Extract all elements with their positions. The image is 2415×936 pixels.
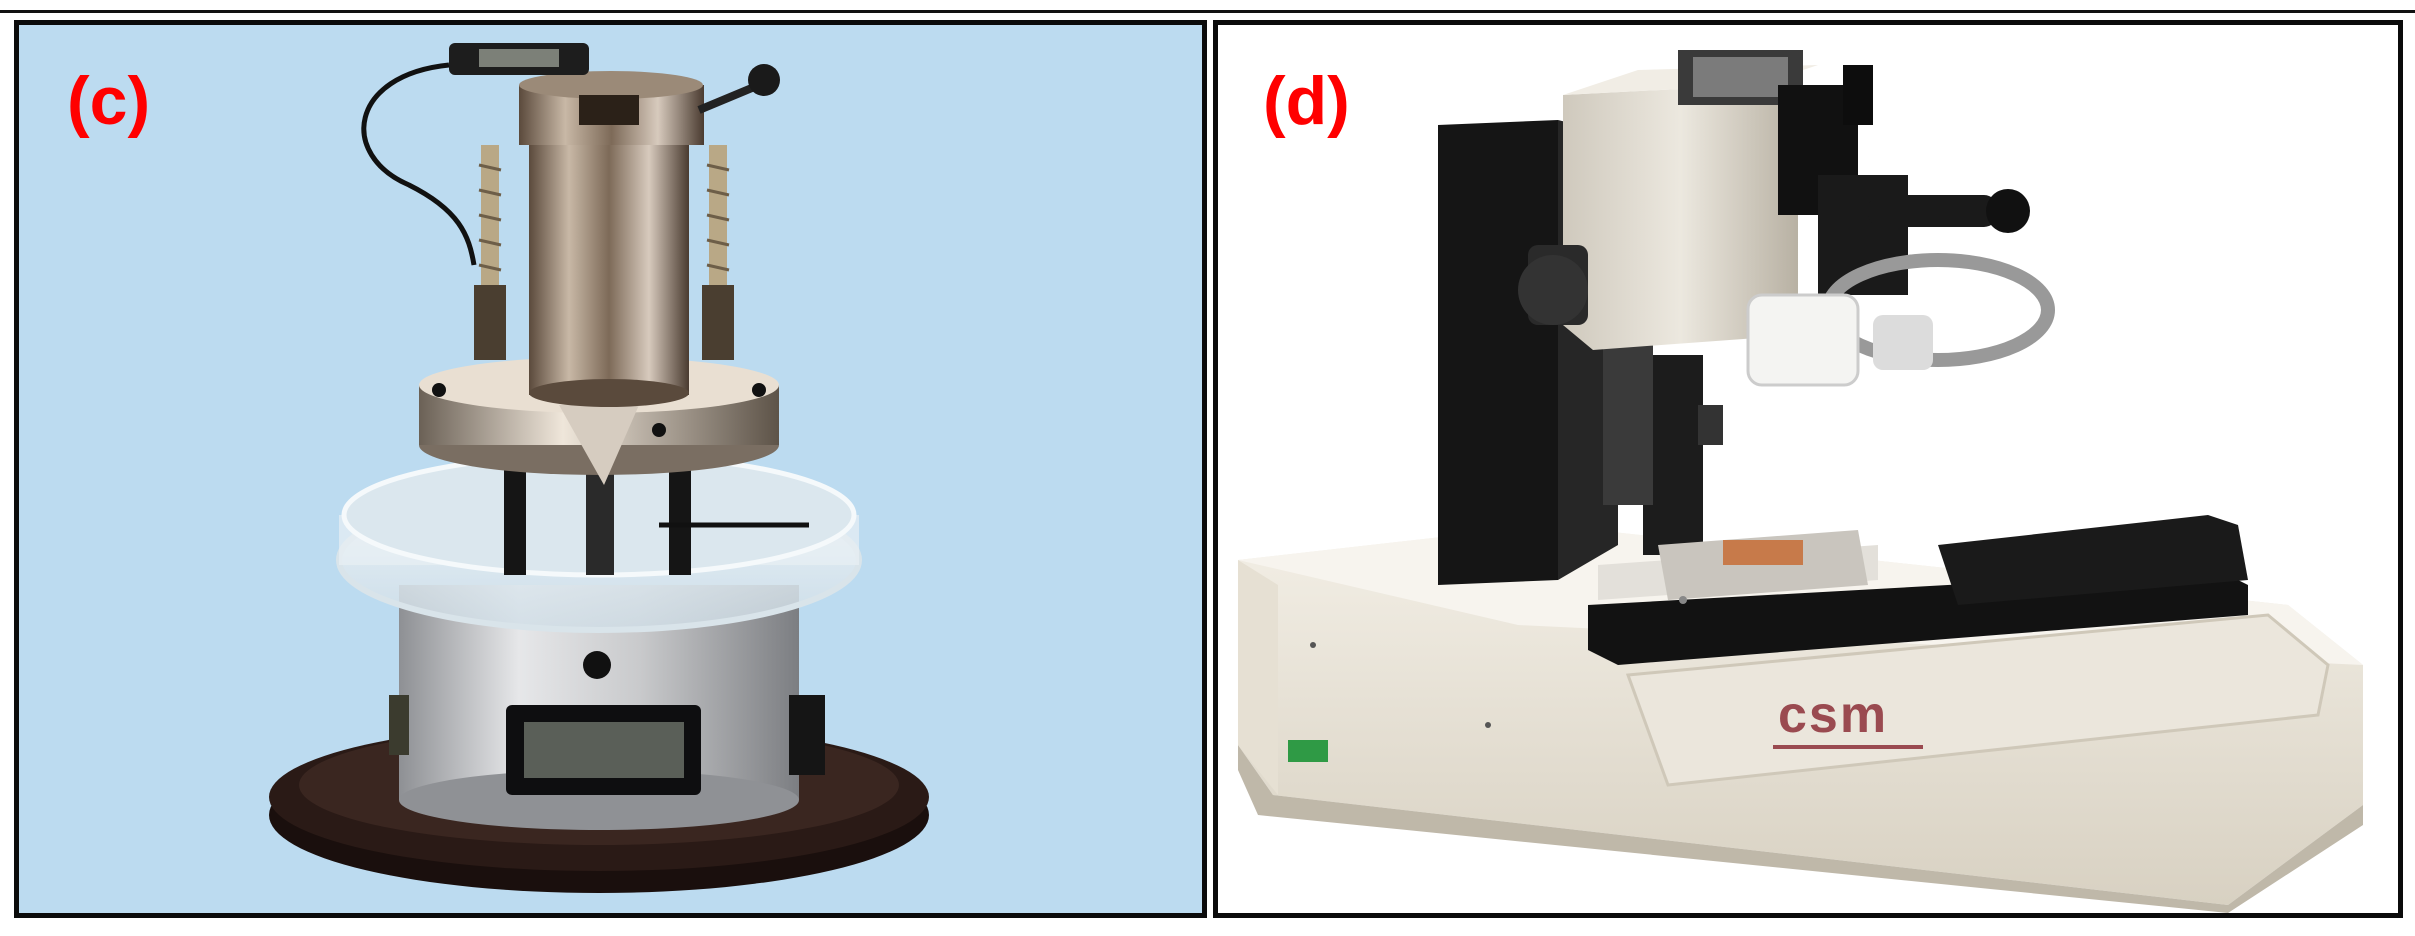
instrument-photo-c	[269, 43, 929, 893]
logo-underline	[1773, 745, 1923, 749]
panel-label-c: (c)	[67, 63, 151, 139]
top-rule	[0, 10, 2415, 13]
csm-logo: csm	[1778, 686, 1889, 744]
instrument-photo-d	[1238, 50, 2363, 913]
panel-label-d: (d)	[1263, 63, 1350, 139]
panel-c: (c)	[14, 20, 1207, 918]
panel-d: csm (d)	[1213, 20, 2403, 918]
